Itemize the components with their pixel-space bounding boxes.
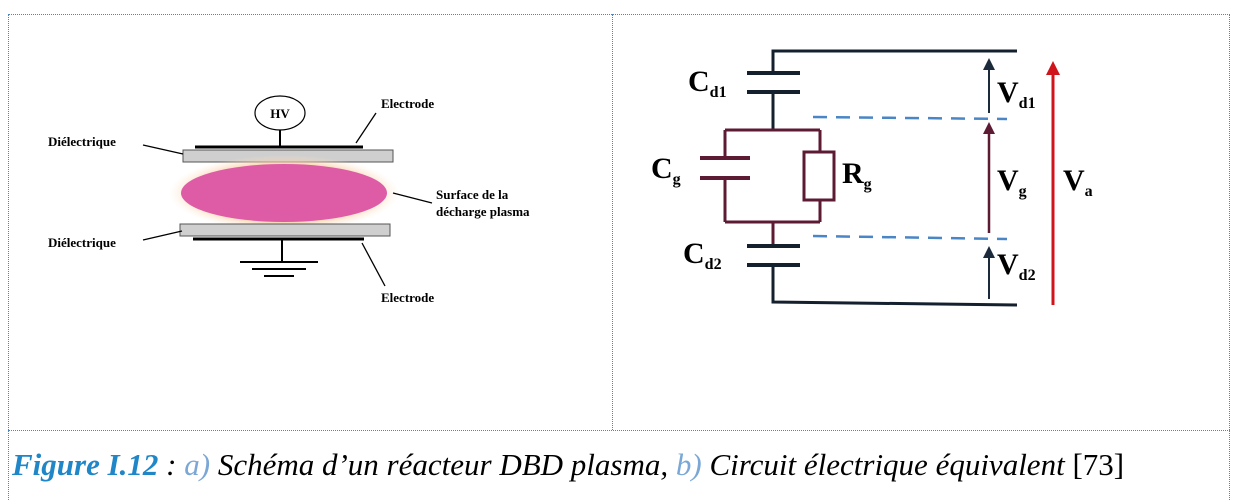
vd1-arrow: [983, 58, 995, 113]
border-right: [1229, 14, 1230, 500]
cg-label: Cg: [651, 152, 681, 188]
bottom-dielectric: [179, 223, 391, 237]
equivalent-circuit: Cd1 Cg Rg Cd2 Vd1 Vg Vd2 Va: [651, 49, 1093, 307]
figure-caption: Figure I.12 : a) Schéma d’un réacteur DB…: [12, 440, 1227, 490]
border-left: [8, 14, 9, 500]
top-wire: [771, 49, 1017, 73]
dash-line-bottom: [812, 234, 1008, 241]
surface-label-2: décharge plasma: [436, 204, 530, 219]
dielectric-top-label: Diélectrique: [48, 134, 116, 149]
caption-part-b: b): [675, 447, 702, 482]
va-arrow: [1046, 61, 1060, 305]
plasma-discharge: [181, 164, 387, 222]
ground-icon: [240, 239, 318, 277]
hv-label: HV: [270, 106, 290, 121]
cd1-label: Cd1: [688, 65, 727, 101]
bottom-wire: [771, 265, 1018, 307]
leader-lines: [142, 112, 433, 287]
caption-divider: [8, 430, 1230, 431]
electrode-bottom-label: Electrode: [381, 290, 434, 305]
caption-a-text: Schéma d’un réacteur DBD plasma,: [210, 447, 676, 482]
caption-part-a: a): [184, 447, 211, 482]
panel-divider: [612, 14, 613, 430]
rg-resistor: [802, 150, 836, 202]
reactor-diagram: HV Electrode Diélectrique Surf: [48, 95, 530, 305]
border-top: [8, 14, 1230, 15]
caption-b-text: Circuit électrique équivalent: [701, 447, 1065, 482]
electrode-top-label: Electrode: [381, 96, 434, 111]
vd1-label: Vd1: [997, 76, 1036, 112]
caption-reference: [73]: [1064, 447, 1125, 482]
vd2-label: Vd2: [997, 248, 1036, 284]
caption-separator: :: [158, 447, 185, 482]
vg-arrow: [983, 122, 995, 233]
cd2-label: Cd2: [683, 237, 722, 273]
va-label: Va: [1063, 164, 1093, 200]
caption-figure-number: Figure I.12: [12, 447, 159, 482]
surface-label-1: Surface de la: [436, 187, 509, 202]
rg-label: Rg: [842, 157, 872, 193]
vd2-arrow: [983, 246, 995, 299]
vg-label: Vg: [997, 164, 1027, 200]
dielectric-bottom-label: Diélectrique: [48, 235, 116, 250]
dash-line-top: [812, 115, 1008, 121]
